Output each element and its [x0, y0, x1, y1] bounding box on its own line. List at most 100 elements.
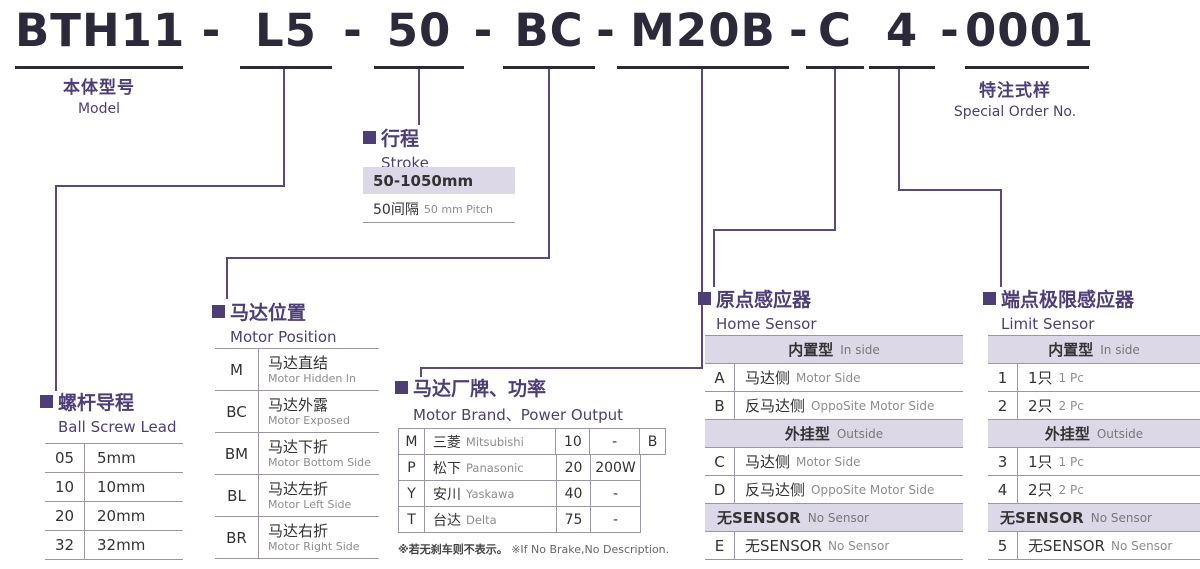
table-row: BM 马达下折 Motor Bottom Side [215, 433, 379, 475]
underline-home-sensor [806, 66, 864, 69]
model-separator: - [343, 4, 363, 57]
sensor-desc-zh: 反马达侧 [745, 481, 806, 499]
position-desc-en: Motor Exposed [268, 413, 350, 427]
brand-name-zh: 安川 [433, 486, 461, 503]
motor-brand-section-header: 马达厂牌、功率 Motor Brand、Power Output [395, 374, 623, 425]
group-header-en: Outside [1096, 426, 1144, 441]
underline-limit-sensor [869, 66, 935, 69]
position-desc-zh: 马达右折 [268, 522, 329, 541]
sensor-desc-zh: 无SENSOR [745, 537, 822, 555]
stroke-title-zh-text: 行程 [381, 128, 420, 150]
stroke-pitch-box: 50间隔 50 mm Pitch [363, 196, 515, 223]
sensor-group-header: 无SENSOR No Sensor [705, 504, 963, 532]
group-header-en: In side [840, 342, 880, 357]
sensor-code: 3 [988, 448, 1018, 475]
lead-value: 10mm [97, 478, 146, 496]
brand-name-en: Yaskawa [466, 486, 515, 501]
power-value: 200W [591, 455, 641, 481]
home-sensor-title-en: Home Sensor [716, 315, 817, 333]
sensor-code: 4 [988, 476, 1018, 503]
section-bullet-icon [363, 131, 376, 144]
position-desc: 马达外露 Motor Exposed [259, 391, 350, 432]
sensor-desc: 1只 1 Pc [1018, 451, 1084, 472]
model-segment-body: BTH11 [15, 4, 186, 57]
position-code: BR [215, 517, 259, 558]
sensor-code: B [705, 392, 735, 419]
position-desc: 马达右折 Motor Right Side [259, 517, 360, 558]
table-row: A 马达侧 Motor Side [705, 364, 963, 392]
connector-limit-sensor-v1 [898, 69, 900, 191]
position-desc-zh: 马达下折 [268, 438, 329, 457]
sensor-group-header: 内置型 In side [705, 336, 963, 364]
model-segment-special-order: 0001 [965, 4, 1095, 57]
table-row: M 三菱 Mitsubishi 10 - B [399, 429, 667, 455]
sensor-desc-zh: 2只 [1028, 481, 1053, 499]
model-label-en: Model [77, 101, 121, 117]
model-segment-motor-position: BC [514, 4, 584, 57]
motor-position-section-header: 马达位置 Motor Position [212, 298, 337, 346]
motor-position-title-en: Motor Position [230, 328, 337, 346]
model-label-zh: 本体型号 [63, 78, 135, 98]
table-row: M 马达直结 Motor Hidden In [215, 349, 379, 391]
connector-lead-v1 [283, 69, 285, 187]
sensor-desc: 无SENSOR No Sensor [735, 535, 889, 556]
group-header-zh: 无SENSOR [717, 509, 801, 527]
position-desc-en: Motor Left Side [268, 497, 352, 511]
sensor-group-header: 无SENSOR No Sensor [988, 504, 1200, 532]
sensor-group-header: 外挂型 Outside [705, 420, 963, 448]
underline-motor-position [503, 66, 595, 69]
power-value: - [591, 481, 641, 507]
connector-lead-v2 [55, 185, 57, 391]
group-header-en: In side [1100, 342, 1140, 357]
sensor-desc: 马达侧 Motor Side [735, 367, 860, 388]
model-segment-stroke: 50 [386, 4, 452, 57]
connector-limit-sensor-h [898, 189, 1002, 191]
model-segment-motor-brand: M20B [630, 4, 776, 57]
lead-code: 32 [45, 531, 85, 559]
sensor-code: C [705, 448, 735, 475]
brake-note-en: ※If No Brake,No Description. [511, 543, 670, 556]
position-desc-en: Motor Right Side [268, 539, 360, 553]
model-segment-limit-sensor: 4 [885, 4, 919, 57]
connector-home-sensor-h [713, 229, 836, 231]
sensor-desc-en: 2 Pc [1058, 482, 1084, 497]
position-desc: 马达左折 Motor Left Side [259, 475, 351, 516]
limit-sensor-title-en: Limit Sensor [1001, 315, 1095, 333]
table-row: BR 马达右折 Motor Right Side [215, 517, 379, 559]
limit-sensor-title-zh-text: 端点极限感应器 [1001, 289, 1135, 311]
table-row: D 反马达侧 OppoSite Motor Side [705, 476, 963, 504]
sensor-code: A [705, 364, 735, 391]
table-row: 5 无SENSOR No Sensor [988, 532, 1200, 560]
power-code: 40 [557, 481, 591, 507]
power-code: 75 [557, 507, 591, 533]
table-row: 4 2只 2 Pc [988, 476, 1200, 504]
brand-name: 安川 Yaskawa [425, 481, 557, 507]
brand-name-zh: 台达 [433, 512, 461, 529]
lead-code: 10 [45, 473, 85, 501]
underline-motor-brand [617, 66, 789, 69]
ball-screw-title-zh: 螺杆导程 [40, 388, 177, 415]
position-code: BL [215, 475, 259, 516]
sensor-desc-zh: 1只 [1028, 369, 1053, 387]
model-separator: - [201, 4, 222, 57]
model-separator: - [940, 4, 960, 57]
section-bullet-icon [983, 292, 996, 305]
motor-position-table: M 马达直结 Motor Hidden In BC 马达外露 Motor Exp… [215, 348, 379, 559]
brand-name: 三菱 Mitsubishi [424, 429, 557, 455]
group-header-zh: 外挂型 [1044, 425, 1090, 443]
stroke-range-box: 50-1050mm [363, 167, 515, 194]
power-value: - [591, 507, 641, 533]
stroke-pitch-zh: 50间隔 [373, 202, 419, 218]
brand-name-zh: 松下 [433, 460, 461, 477]
table-row: BC 马达外露 Motor Exposed [215, 391, 379, 433]
brand-name: 松下 Panasonic [425, 455, 557, 481]
brand-code: M [399, 429, 425, 455]
connector-motor-brand-v2 [420, 367, 422, 377]
table-row: 20 20mm [45, 502, 183, 531]
lead-code: 20 [45, 502, 85, 530]
motor-position-title-zh: 马达位置 [212, 298, 337, 325]
motor-position-title-zh-text: 马达位置 [230, 302, 307, 324]
power-code: 20 [557, 455, 591, 481]
home-sensor-title-zh-text: 原点感应器 [716, 289, 812, 311]
table-row: Y 安川 Yaskawa 40 - [399, 481, 666, 507]
